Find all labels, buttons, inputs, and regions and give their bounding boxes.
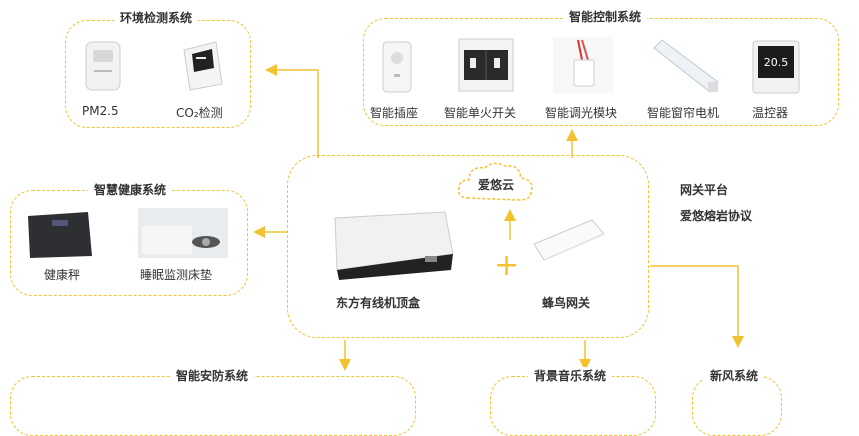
control-group-title: 智能控制系统: [563, 8, 648, 25]
smart-socket-icon: [380, 40, 414, 94]
security-group: [10, 376, 416, 436]
arrow-to-fresh-air: [650, 265, 744, 348]
health-scale-icon: [24, 210, 94, 260]
cloud-label: 爱悠云: [478, 178, 515, 192]
gateway-label: 蜂鸟网关: [542, 296, 591, 310]
music-group: [490, 376, 656, 436]
thermostat-icon: 20.5: [752, 40, 800, 94]
music-group-title: 背景音乐系统: [528, 367, 613, 384]
health-item-scale: 健康秤: [44, 268, 81, 282]
platform-label: 网关平台: [680, 183, 729, 197]
health-item-mattress: 睡眠监测床垫: [140, 268, 213, 282]
thermostat-display: 20.5: [764, 56, 789, 69]
dimmer-module-icon: [552, 36, 614, 94]
co2-sensor-icon: [180, 40, 226, 92]
fresh-air-group: [692, 376, 782, 436]
security-group-title: 智能安防系统: [170, 367, 255, 384]
env-item-co2: CO₂检测: [176, 106, 223, 120]
pm25-sensor-icon: [84, 40, 122, 92]
gateway-icon: [530, 218, 606, 264]
control-item-socket: 智能插座: [370, 106, 419, 120]
connector-layer: [253, 64, 744, 371]
sleep-mattress-icon: [136, 206, 230, 260]
set-top-box-icon: [325, 210, 455, 282]
env-group-title: 环境检测系统: [114, 9, 199, 26]
plus-sign: +: [494, 248, 520, 283]
stb-label: 东方有线机顶盒: [336, 296, 421, 310]
hub-group: [287, 155, 649, 338]
control-item-switch: 智能单火开关: [444, 106, 517, 120]
health-group-title: 智慧健康系统: [88, 181, 173, 198]
control-item-curtain: 智能窗帘电机: [647, 106, 720, 120]
control-item-dimmer: 智能调光模块: [545, 106, 618, 120]
fresh-air-group-title: 新风系统: [704, 367, 765, 384]
single-fire-switch-icon: [458, 38, 514, 92]
arrow-to-env: [265, 64, 319, 158]
curtain-motor-icon: [652, 38, 722, 96]
control-item-thermostat: 温控器: [752, 106, 789, 120]
protocol-label: 爱悠熔岩协议: [680, 209, 753, 223]
cloud-icon: [455, 160, 537, 208]
env-item-pm25: PM2.5: [82, 104, 119, 118]
